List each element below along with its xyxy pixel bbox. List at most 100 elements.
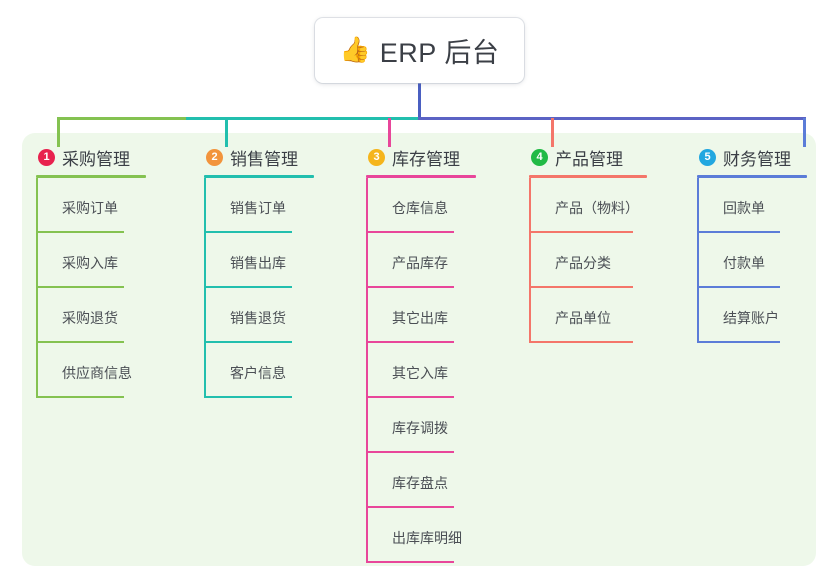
- leaf-label: 库存盘点: [392, 475, 448, 491]
- leaf-label: 付款单: [723, 255, 765, 271]
- leaf-item[interactable]: 其它入库: [366, 343, 476, 398]
- leaf-item[interactable]: 仓库信息: [366, 178, 476, 233]
- leaf-underline: [366, 561, 454, 563]
- column-children: 回款单付款单结算账户: [697, 178, 807, 343]
- leaf-spine: [204, 343, 206, 398]
- leaf-spine: [697, 233, 699, 288]
- column-underline: [697, 175, 807, 178]
- leaf-item[interactable]: 其它出库: [366, 288, 476, 343]
- leaf-item[interactable]: 产品（物料）: [529, 178, 647, 233]
- leaf-spine: [366, 233, 368, 288]
- leaf-spine: [204, 288, 206, 343]
- column-title: 产品管理: [555, 149, 623, 169]
- leaf-spine: [697, 288, 699, 343]
- leaf-item[interactable]: 付款单: [697, 233, 807, 288]
- leaf-item[interactable]: 回款单: [697, 178, 807, 233]
- column-underline: [529, 175, 647, 178]
- leaf-label: 产品单位: [555, 310, 611, 326]
- leaf-underline: [204, 341, 292, 343]
- leaf-label: 出库库明细: [392, 530, 462, 546]
- leaf-spine: [366, 453, 368, 508]
- leaf-item[interactable]: 销售订单: [204, 178, 314, 233]
- leaf-item[interactable]: 销售出库: [204, 233, 314, 288]
- leaf-label: 供应商信息: [62, 365, 132, 381]
- leaf-underline: [366, 451, 454, 453]
- leaf-item[interactable]: 结算账户: [697, 288, 807, 343]
- leaf-underline: [697, 231, 780, 233]
- leaf-item[interactable]: 采购订单: [36, 178, 146, 233]
- leaf-underline: [36, 341, 124, 343]
- column-index-badge: 5: [699, 148, 716, 166]
- leaf-underline: [366, 286, 454, 288]
- leaf-spine: [529, 233, 531, 288]
- leaf-label: 采购退货: [62, 310, 118, 326]
- column-5: 5 财务管理回款单付款单结算账户: [697, 145, 807, 343]
- leaf-underline: [204, 396, 292, 398]
- thumbs-up-icon: 👍: [339, 36, 371, 64]
- leaf-underline: [529, 286, 633, 288]
- column-index-badge: 1: [38, 148, 55, 166]
- leaf-item[interactable]: 库存调拨: [366, 398, 476, 453]
- column-children: 仓库信息产品库存其它出库其它入库库存调拨库存盘点出库库明细: [366, 178, 476, 563]
- leaf-label: 结算账户: [723, 310, 779, 326]
- column-header-4[interactable]: 4 产品管理: [529, 145, 647, 169]
- leaf-item[interactable]: 产品单位: [529, 288, 647, 343]
- leaf-spine: [36, 343, 38, 398]
- leaf-spine: [529, 288, 531, 343]
- leaf-label: 仓库信息: [392, 200, 448, 216]
- leaf-item[interactable]: 出库库明细: [366, 508, 476, 563]
- leaf-label: 客户信息: [230, 365, 286, 381]
- leaf-label: 销售订单: [230, 200, 286, 216]
- leaf-item[interactable]: 采购退货: [36, 288, 146, 343]
- leaf-label: 其它入库: [392, 365, 448, 381]
- column-underline: [36, 175, 146, 178]
- column-title: 财务管理: [723, 149, 791, 169]
- leaf-label: 产品（物料）: [555, 200, 639, 216]
- column-underline: [204, 175, 314, 178]
- column-index-badge: 2: [206, 148, 223, 166]
- leaf-underline: [366, 231, 454, 233]
- leaf-spine: [366, 343, 368, 398]
- leaf-spine: [529, 178, 531, 233]
- leaf-label: 回款单: [723, 200, 765, 216]
- leaf-label: 销售退货: [230, 310, 286, 326]
- column-index-badge: 4: [531, 148, 548, 166]
- root-title: ERP 后台: [379, 38, 500, 68]
- column-index-badge: 3: [368, 148, 385, 166]
- column-header-5[interactable]: 5 财务管理: [697, 145, 807, 169]
- leaf-underline: [36, 286, 124, 288]
- leaf-label: 产品库存: [392, 255, 448, 271]
- leaf-spine: [366, 178, 368, 233]
- leaf-underline: [697, 341, 780, 343]
- leaf-item[interactable]: 客户信息: [204, 343, 314, 398]
- leaf-underline: [36, 396, 124, 398]
- leaf-item[interactable]: 销售退货: [204, 288, 314, 343]
- leaf-spine: [204, 178, 206, 233]
- leaf-item[interactable]: 库存盘点: [366, 453, 476, 508]
- leaf-spine: [366, 288, 368, 343]
- leaf-underline: [36, 231, 124, 233]
- column-children: 产品（物料） 产品分类产品单位: [529, 178, 647, 343]
- leaf-spine: [36, 288, 38, 343]
- leaf-underline: [204, 231, 292, 233]
- root-node[interactable]: 👍 ERP 后台: [315, 18, 524, 83]
- leaf-item[interactable]: 供应商信息: [36, 343, 146, 398]
- diagram-panel: [22, 133, 816, 566]
- leaf-spine: [366, 398, 368, 453]
- leaf-item[interactable]: 产品库存: [366, 233, 476, 288]
- leaf-item[interactable]: 产品分类: [529, 233, 647, 288]
- leaf-underline: [697, 286, 780, 288]
- column-4: 4 产品管理产品（物料） 产品分类产品单位: [529, 145, 647, 343]
- leaf-item[interactable]: 采购入库: [36, 233, 146, 288]
- leaf-spine: [366, 508, 368, 563]
- leaf-underline: [204, 286, 292, 288]
- leaf-label: 采购入库: [62, 255, 118, 271]
- column-children: 销售订单销售出库销售退货客户信息: [204, 178, 314, 398]
